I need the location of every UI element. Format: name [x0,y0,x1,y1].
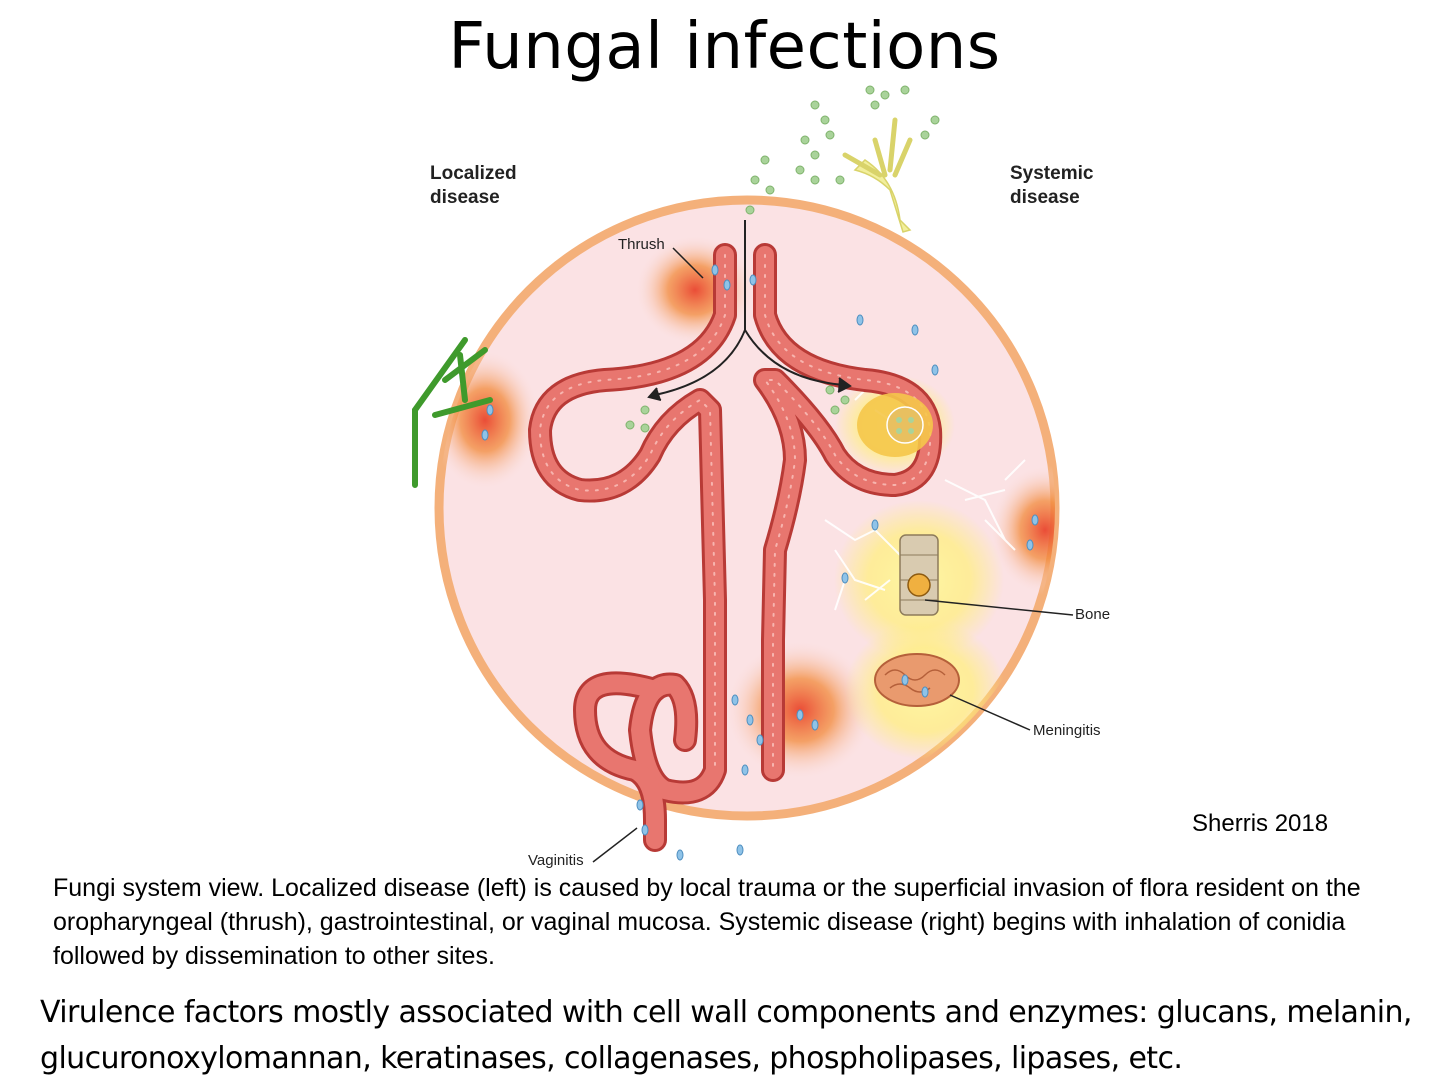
source-credit: Sherris 2018 [1192,810,1329,837]
systemic-disease-label: Systemic disease [1010,163,1094,208]
thrush-label: Thrush [618,236,665,253]
figure-caption: Fungi system view. Localized disease (le… [53,874,1361,970]
conidia [625,85,940,433]
plant-thorn [412,337,493,488]
localized-disease-label: Localized disease [430,163,517,208]
leader-lines [592,247,1074,863]
inhalation-arrows [647,220,852,401]
vaginitis-label: Vaginitis [528,852,584,869]
mold-conidiophore [842,117,913,233]
brain-icon [874,653,960,707]
mucosal-tract [528,243,943,852]
yeast-cells [481,264,1039,861]
fungi-system-diagram: Localized disease Systemic disease Thrus… [405,80,1125,880]
slide-title: Fungal infections [448,10,1001,84]
bone-label: Bone [1075,606,1111,623]
diagram-illustration [412,85,1074,863]
meningitis-label: Meningitis [1033,722,1101,739]
virulence-factors-text: Virulence factors mostly associated with… [40,995,1412,1076]
bone-icon [899,534,939,616]
lung-abscess [857,393,933,457]
